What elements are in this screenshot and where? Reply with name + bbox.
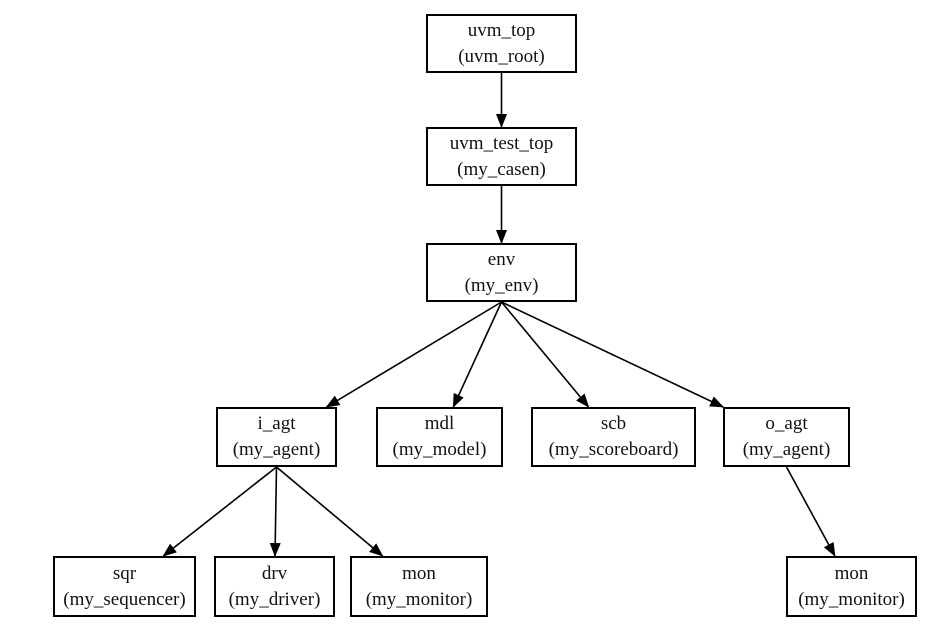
node-uvm-test-top: uvm_test_top (my_casen): [426, 127, 577, 186]
node-mon-i-agt: mon (my_monitor): [350, 556, 488, 617]
node-o-agt: o_agt (my_agent): [723, 407, 850, 467]
edge-env-to-i_agt: [325, 301, 502, 408]
edge-o_agt-to-mon_o: [785, 466, 836, 557]
node-type: (my_agent): [742, 439, 831, 460]
node-mon-o-agt: mon (my_monitor): [786, 556, 917, 617]
node-name: uvm_top: [467, 19, 536, 41]
edge-env-to-o_agt: [501, 301, 725, 408]
node-name: o_agt: [765, 413, 808, 434]
node-name: env: [487, 248, 516, 270]
edge-i_agt-to-sqr: [162, 466, 277, 557]
node-type: (my_driver): [228, 588, 321, 610]
edge-env-to-scb: [500, 301, 590, 408]
node-env: env (my_env): [426, 243, 577, 302]
node-type: (my_scoreboard): [548, 439, 679, 460]
node-name: sqr: [112, 562, 137, 584]
edge-i_agt-to-mon_i: [275, 466, 384, 557]
node-name: mdl: [424, 413, 455, 434]
node-type: (uvm_root): [458, 45, 545, 67]
node-uvm-top: uvm_top (uvm_root): [426, 14, 577, 73]
node-sqr: sqr (my_sequencer): [53, 556, 196, 617]
node-type: (my_monitor): [798, 588, 905, 610]
node-type: (my_casen): [457, 158, 546, 180]
node-scb: scb (my_scoreboard): [531, 407, 696, 467]
node-i-agt: i_agt (my_agent): [216, 407, 337, 467]
node-name: drv: [261, 562, 288, 584]
node-name: scb: [600, 413, 627, 434]
node-drv: drv (my_driver): [214, 556, 335, 617]
node-type: (my_sequencer): [63, 588, 186, 610]
node-mdl: mdl (my_model): [376, 407, 503, 467]
node-type: (my_env): [464, 274, 539, 296]
node-name: i_agt: [257, 413, 296, 434]
edge-i_agt-to-drv: [269, 466, 281, 557]
node-name: mon: [402, 562, 436, 584]
node-type: (my_agent): [232, 439, 321, 460]
node-name: uvm_test_top: [449, 132, 554, 154]
node-name: mon: [834, 562, 869, 584]
node-type: (my_model): [392, 439, 487, 460]
node-type: (my_monitor): [365, 588, 473, 610]
edge-env-to-mdl: [452, 301, 503, 408]
